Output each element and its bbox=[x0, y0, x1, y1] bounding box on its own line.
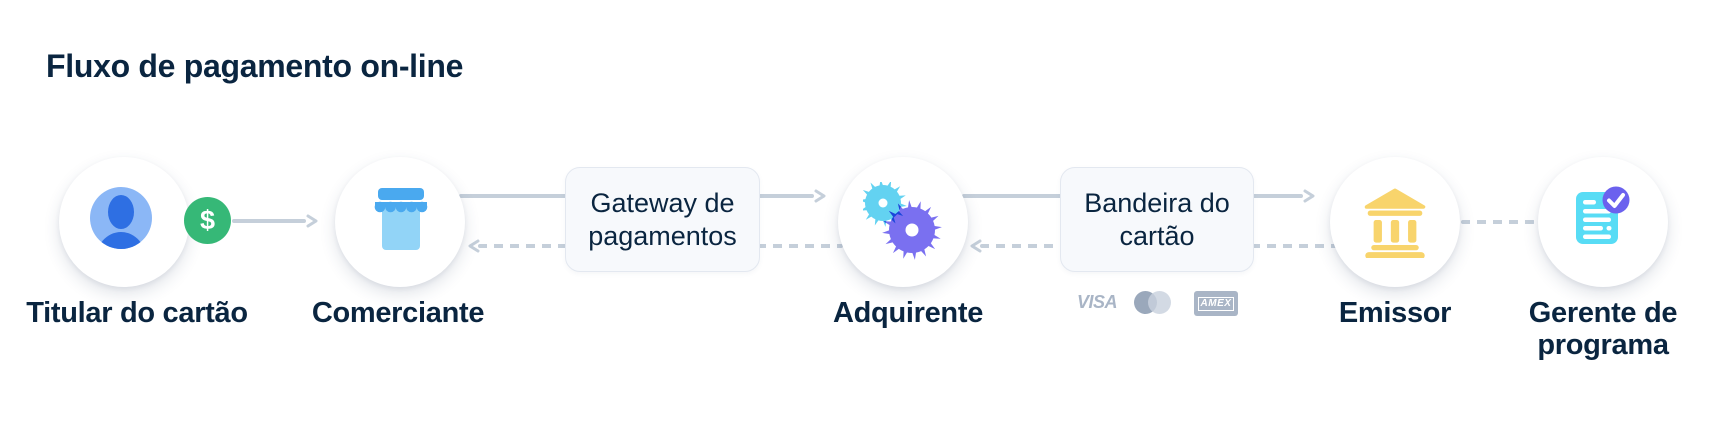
return-connector-network-acquirer bbox=[980, 244, 1062, 248]
return-connector-gateway-merchant bbox=[478, 244, 567, 248]
gears-icon bbox=[863, 182, 942, 260]
card-network-label: Bandeira do cartão bbox=[1084, 187, 1230, 251]
document-check-icon bbox=[1576, 186, 1630, 244]
arrow-left-icon bbox=[468, 239, 480, 253]
amex-logo: AMEX bbox=[1194, 291, 1238, 316]
page-title: Fluxo de pagamento on-line bbox=[46, 48, 464, 84]
visa-logo: VISA bbox=[1077, 292, 1118, 312]
person-avatar-icon bbox=[90, 187, 152, 249]
connector-cardholder-merchant bbox=[232, 219, 306, 223]
arrow-right-icon bbox=[814, 189, 826, 203]
dollar-sign: $ bbox=[199, 205, 216, 235]
program-manager-label: Gerente de programa bbox=[1528, 297, 1678, 361]
return-connector-issuer-network bbox=[1251, 244, 1337, 248]
merchant-label: Comerciante bbox=[311, 297, 485, 329]
connector-acquirer-network bbox=[962, 194, 1062, 198]
card-network-box: Bandeira do cartão bbox=[1060, 167, 1254, 272]
connector-network-issuer bbox=[1251, 194, 1303, 198]
acquirer-label: Adquirente bbox=[832, 297, 984, 329]
arrow-right-icon bbox=[1303, 189, 1315, 203]
connector-merchant-gateway bbox=[459, 194, 567, 198]
mastercard-logo bbox=[1134, 291, 1171, 314]
connector-issuer-program-manager bbox=[1461, 220, 1535, 224]
money-badge: $ bbox=[184, 197, 231, 244]
mastercard-right-circle bbox=[1148, 291, 1171, 314]
payment-gateway-label: Gateway de pagamentos bbox=[588, 187, 737, 251]
arrow-left-icon bbox=[970, 239, 982, 253]
bank-icon bbox=[1364, 188, 1426, 258]
cardholder-label: Titular do cartão bbox=[26, 297, 248, 329]
storefront-icon bbox=[374, 188, 428, 250]
issuer-label: Emissor bbox=[1338, 297, 1452, 329]
arrow-right-icon bbox=[306, 214, 318, 228]
connector-gateway-acquirer bbox=[758, 194, 814, 198]
return-connector-acquirer-gateway bbox=[757, 244, 843, 248]
payment-gateway-box: Gateway de pagamentos bbox=[565, 167, 760, 272]
amex-text: AMEX bbox=[1197, 296, 1235, 311]
